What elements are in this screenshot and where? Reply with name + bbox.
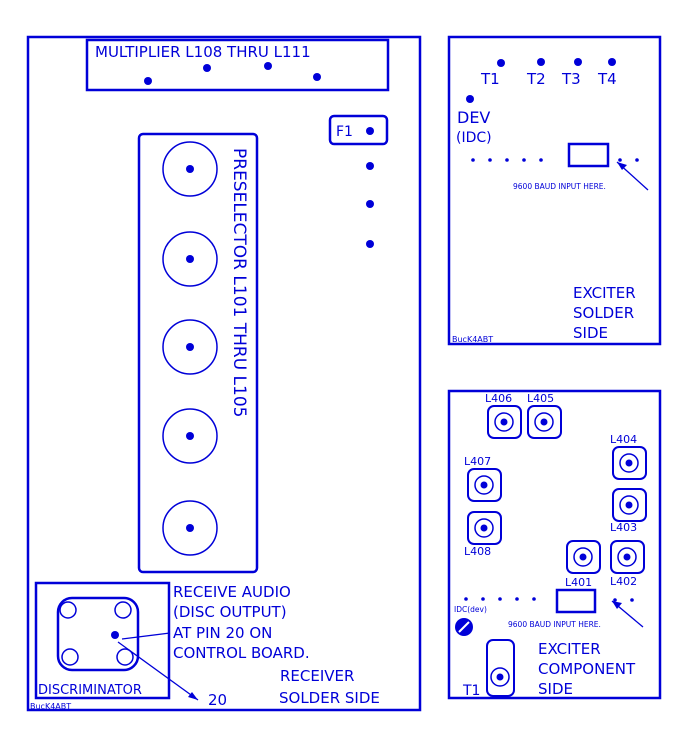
preselector-coil-l103	[162, 319, 218, 375]
transformer-t1	[486, 639, 515, 697]
preselector-box	[137, 132, 259, 574]
receive-audio-line-2: (DISC OUTPUT)	[173, 603, 287, 621]
l401-pad	[555, 588, 597, 614]
coil-can-l406	[487, 405, 522, 439]
exciter-component-title-2: COMPONENT	[538, 660, 636, 678]
exciter-component-board-outline	[447, 389, 662, 700]
idc-dev-label: IDC(dev)	[454, 605, 487, 614]
multiplier-label: MULTIPLIER L108 THRU L111	[95, 43, 311, 61]
coil-can-l404	[612, 446, 647, 480]
preselector-label: PRESELECTOR L101 THRU L105	[229, 148, 249, 417]
label-t3: T3	[561, 70, 581, 88]
component-t1-label: T1	[462, 683, 480, 699]
coil-can-l402	[610, 540, 645, 574]
label-l401: L401	[565, 576, 592, 589]
exciter-solder-credit: BucK4ABT	[452, 335, 493, 344]
exciter-solder-board-outline	[447, 35, 662, 346]
label-l404: L404	[610, 433, 637, 446]
baud-input-pad	[567, 142, 610, 168]
multiplier-pad	[203, 64, 211, 72]
coil-can-l405	[527, 405, 562, 439]
label-t2: T2	[526, 70, 546, 88]
f1-label: F1	[336, 124, 353, 140]
coil-can-l403	[612, 488, 647, 522]
disc-corner-circle	[59, 601, 77, 619]
receiver-board-outline	[26, 35, 422, 712]
discriminator-box	[34, 581, 171, 700]
exciter-solder-title-3: SIDE	[573, 324, 608, 342]
multiplier-pad	[144, 77, 152, 85]
dev-label: DEV	[457, 108, 490, 127]
coil-can-l401	[566, 540, 601, 574]
baud-note-solder: 9600 BAUD INPUT HERE.	[513, 182, 606, 191]
receiver-title-line-2: SOLDER SIDE	[279, 689, 380, 707]
disc-corner-circle	[114, 601, 132, 619]
receive-audio-line-3: AT PIN 20 ON	[173, 624, 272, 642]
disc-corner-circle	[116, 648, 134, 666]
baud-note-component: 9600 BAUD INPUT HERE.	[508, 620, 601, 629]
receive-audio-leader	[121, 632, 171, 640]
f1-pad	[366, 127, 374, 135]
pin20-leader	[117, 641, 199, 701]
multiplier-box	[85, 38, 390, 92]
f1-box	[328, 114, 389, 146]
label-l406: L406	[485, 392, 512, 405]
label-l408: L408	[464, 545, 491, 558]
discriminator-label: DISCRIMINATOR	[38, 683, 142, 698]
receive-audio-line-1: RECEIVE AUDIO	[173, 583, 291, 601]
receiver-title-line-1: RECEIVER	[280, 667, 354, 685]
idc-label: (IDC)	[456, 130, 492, 146]
preselector-coil-l102	[162, 231, 218, 287]
exciter-solder-title-1: EXCITER	[573, 284, 636, 302]
label-l407: L407	[464, 455, 491, 468]
label-l403: L403	[610, 521, 637, 534]
preselector-coil-l105	[162, 500, 218, 556]
multiplier-pad	[313, 73, 321, 81]
disc-corner-circle	[61, 648, 79, 666]
receiver-credit: BucK4ABT	[30, 702, 71, 711]
discriminator-can	[56, 596, 140, 672]
exciter-solder-title-2: SOLDER	[573, 304, 634, 322]
pin-20-label: 20	[208, 691, 227, 709]
disc-output-pad	[111, 631, 119, 639]
coil-can-l408	[467, 511, 502, 545]
preselector-coil-l101	[162, 141, 218, 197]
coil-can-l407	[467, 468, 502, 502]
label-l405: L405	[527, 392, 554, 405]
exciter-component-title-3: SIDE	[538, 680, 573, 698]
exciter-component-title-1: EXCITER	[538, 640, 601, 658]
label-l402: L402	[610, 575, 637, 588]
receive-audio-line-4: CONTROL BOARD.	[173, 644, 310, 662]
label-t4: T4	[597, 70, 617, 88]
label-t1: T1	[480, 70, 500, 88]
preselector-coil-l104	[162, 408, 218, 464]
multiplier-pad	[264, 62, 272, 70]
